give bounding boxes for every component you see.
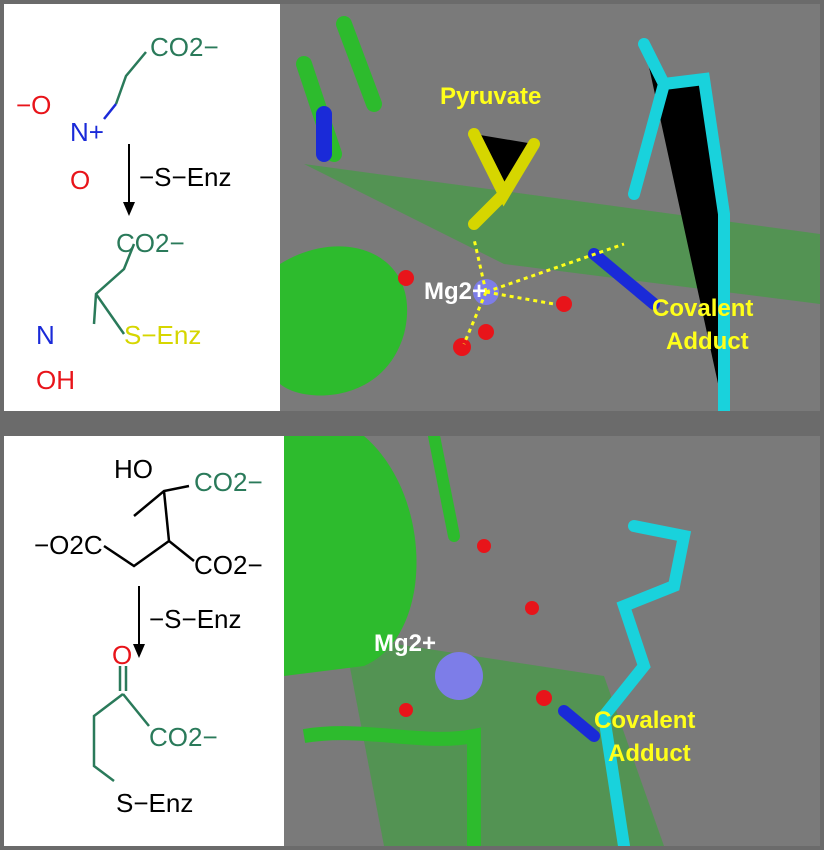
thiolate-reagent: −S−Enz bbox=[139, 162, 232, 192]
hydroxyl: HO bbox=[114, 454, 153, 484]
carboxylate-left: −O2C bbox=[34, 530, 103, 560]
carboxylate-label: CO2− bbox=[150, 32, 219, 62]
covalent-adduct-label-line1: Covalent bbox=[652, 295, 753, 322]
bottom-panel: HO CO2− −O2C CO2− −S−Enz O CO2− S−Enz Mg… bbox=[4, 436, 820, 846]
reaction-scheme-top: CO2− −O N+ O −S−Enz CO2− N OH S−Enz bbox=[16, 32, 232, 395]
bottom-figure: HO CO2− −O2C CO2− −S−Enz O CO2− S−Enz Mg… bbox=[34, 436, 820, 846]
nitro-n-plus: N+ bbox=[70, 117, 104, 147]
covalent-adduct-label-line2: Adduct bbox=[666, 328, 749, 355]
carboxylate-label-2: CO2− bbox=[116, 228, 185, 258]
carboxylate-3: CO2− bbox=[149, 722, 218, 752]
nitro-o-minus: −O bbox=[16, 90, 51, 120]
pyruvate-label: Pyruvate bbox=[440, 83, 541, 110]
protein-render-bottom: Mg2+ Covalent Adduct bbox=[284, 436, 820, 846]
carboxylate-1: CO2− bbox=[194, 467, 263, 497]
reaction-scheme-bottom: HO CO2− −O2C CO2− −S−Enz O CO2− S−Enz bbox=[34, 454, 263, 818]
oxime-n: N bbox=[36, 320, 55, 350]
nitro-o: O bbox=[70, 165, 90, 195]
keto-oxygen: O bbox=[112, 640, 132, 670]
thioether: S−Enz bbox=[116, 788, 193, 818]
covalent-adduct-label-line2: Adduct bbox=[608, 740, 691, 767]
top-figure: CO2− −O N+ O −S−Enz CO2− N OH S−Enz Pyru… bbox=[16, 4, 820, 411]
mg-ion-label: Mg2+ bbox=[424, 278, 486, 305]
oxime-oh: OH bbox=[36, 365, 75, 395]
thiolate-reagent: −S−Enz bbox=[149, 604, 242, 634]
mg-ion-label: Mg2+ bbox=[374, 630, 436, 657]
protein-render-top: Pyruvate Mg2+ Covalent Adduct bbox=[280, 4, 820, 411]
top-panel: CO2− −O N+ O −S−Enz CO2− N OH S−Enz Pyru… bbox=[4, 4, 820, 411]
covalent-adduct-label-line1: Covalent bbox=[594, 707, 695, 734]
thioether: S−Enz bbox=[124, 320, 201, 350]
carboxylate-2: CO2− bbox=[194, 550, 263, 580]
